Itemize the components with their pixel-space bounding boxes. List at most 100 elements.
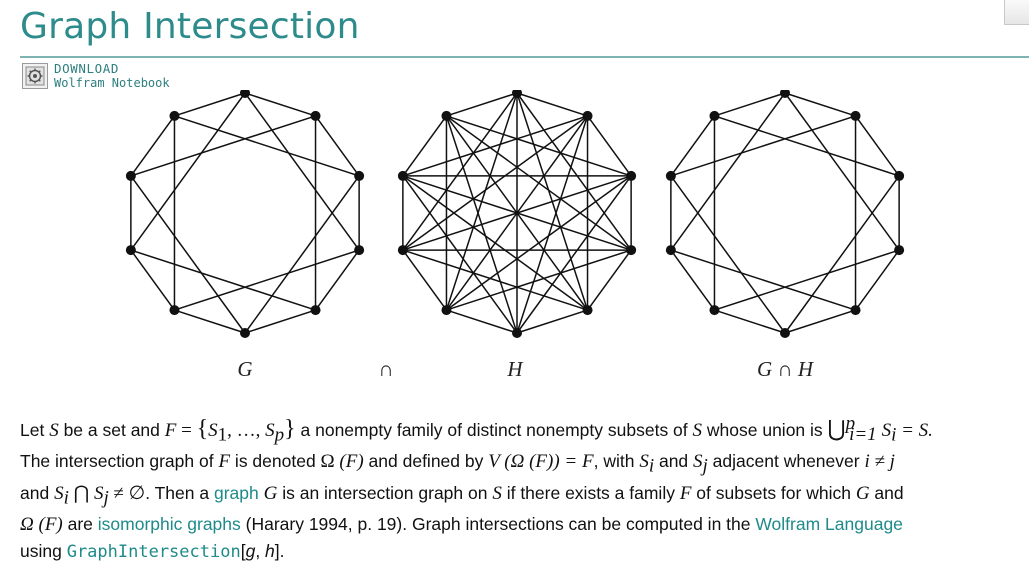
math-sup: p — [845, 413, 856, 434]
graph-edge — [174, 249, 360, 311]
text: using — [20, 541, 67, 562]
math-omega: Ω — [320, 451, 335, 473]
text: , with — [593, 451, 640, 472]
math-cap: ⋂ — [68, 482, 94, 504]
math-sub: 1 — [217, 424, 228, 446]
graph-edge — [784, 92, 900, 251]
graph-edge — [402, 175, 518, 334]
graph-vertex — [354, 170, 365, 181]
graph-vertex — [125, 245, 136, 256]
text: and defined by — [363, 451, 489, 472]
corner-tab[interactable] — [1004, 0, 1029, 25]
graph-link[interactable]: graph — [213, 482, 259, 503]
graph-edge — [174, 309, 246, 334]
math-sub: i=1 — [849, 424, 877, 446]
graph-edge — [854, 249, 900, 311]
text: . Then a — [145, 482, 214, 503]
graph-vertex — [894, 245, 905, 256]
download-label[interactable]: DOWNLOAD — [54, 61, 120, 76]
graph-edge — [714, 309, 786, 334]
graph-vertex — [354, 245, 365, 256]
graph-edge — [244, 175, 360, 334]
graph-edge — [670, 92, 786, 251]
text: is denoted — [230, 451, 321, 472]
notebook-icon — [22, 63, 48, 89]
graphintersection-function-link[interactable]: GraphIntersection — [66, 542, 241, 563]
download-text[interactable]: DOWNLOAD Wolfram Notebook — [54, 61, 170, 91]
arg-g: g — [245, 541, 256, 562]
math-sp: S — [265, 419, 275, 441]
page-title: Graph Intersection — [20, 6, 360, 47]
graph-edge — [714, 115, 900, 177]
math-sub: i — [63, 487, 69, 509]
graph-edge — [130, 115, 316, 177]
graph-edge — [784, 175, 900, 334]
text: whose union is — [702, 419, 828, 440]
graph-edge — [516, 92, 588, 117]
graph-edge — [854, 115, 900, 177]
graph-vertex — [169, 110, 180, 121]
math-f: F — [679, 482, 692, 504]
text: are — [62, 514, 98, 535]
graph-vertex — [665, 170, 676, 181]
wolfram-language-link[interactable]: Wolfram Language — [755, 514, 903, 535]
graph-edge — [130, 249, 176, 311]
download-notebook-link[interactable]: DOWNLOAD Wolfram Notebook — [22, 62, 170, 90]
text: (Harary 1994, p. 19). Graph intersection… — [240, 514, 756, 535]
math-g: G — [263, 482, 278, 504]
graph-vertex — [780, 90, 790, 98]
math-sub: p — [274, 424, 285, 446]
graph-g-label: G — [237, 357, 253, 381]
graph-edge — [174, 92, 246, 117]
math-paren-f: (F) — [334, 451, 364, 473]
text: and — [20, 482, 55, 503]
graph-h — [397, 90, 637, 338]
math-f: F — [218, 451, 231, 473]
text: adjacent whenever — [707, 451, 865, 472]
graph-edge — [784, 309, 856, 334]
graph-edge — [586, 249, 632, 311]
graph-g — [125, 90, 365, 338]
graph-vertex — [512, 328, 522, 338]
isomorphic-graphs-link[interactable]: isomorphic graphs — [97, 514, 241, 535]
graph-edge — [244, 92, 316, 117]
math-union: ⋃ — [827, 415, 846, 441]
graph-vertex — [169, 305, 180, 316]
graph-edge — [402, 115, 588, 177]
intersection-operator-label: ∩ — [378, 357, 394, 381]
math-dots: , …, — [227, 419, 266, 441]
graph-edge — [516, 175, 632, 334]
graph-edge — [130, 115, 176, 177]
notebook-label[interactable]: Wolfram Notebook — [54, 76, 170, 90]
graph-vertex — [626, 170, 637, 181]
graph-edge — [670, 175, 786, 334]
math-sj: S — [93, 482, 104, 504]
graph-h-label: H — [507, 357, 523, 381]
math-sub: i — [891, 424, 897, 446]
graph-edge — [130, 249, 316, 311]
math-brace: } — [284, 415, 296, 442]
graph-edge — [516, 309, 588, 334]
graph-edge — [244, 92, 360, 251]
math-brace: { — [196, 415, 209, 442]
math-si: S — [639, 451, 649, 473]
math-sub: j — [702, 455, 708, 477]
text: is an intersection graph on — [277, 482, 493, 503]
graph-vertex — [582, 305, 593, 316]
math-s1: S — [208, 419, 218, 441]
math-neq-empty: ≠ ∅ — [108, 482, 146, 504]
graph-edge — [244, 309, 316, 334]
graph-edge — [402, 249, 448, 311]
text: Let — [20, 419, 50, 440]
math-omega-f: Ω (F) — [20, 514, 63, 536]
graph-vertex — [709, 110, 720, 121]
text: The intersection graph of — [20, 451, 219, 472]
graph-vertex — [850, 305, 861, 316]
graph-g-intersect-h — [665, 90, 905, 338]
graph-edge — [402, 92, 518, 251]
math-f: F — [164, 419, 177, 441]
math-eq-s: = S. — [896, 419, 933, 441]
text: , — [255, 541, 266, 562]
graph-edge — [402, 115, 448, 177]
graph-edge — [516, 92, 632, 251]
